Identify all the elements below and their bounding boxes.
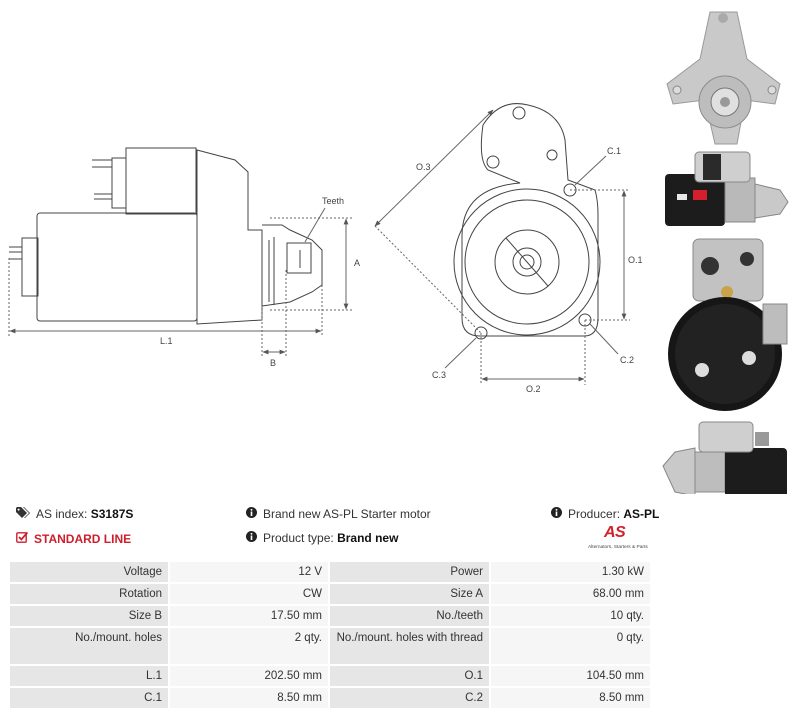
as-index: AS index: S3187S bbox=[16, 507, 133, 521]
spec-value: 17.50 mm bbox=[168, 604, 330, 628]
spec-value: 8.50 mm bbox=[489, 686, 652, 710]
table-row: Voltage 12 V Power 1.30 kW bbox=[8, 560, 652, 584]
brand-info: Brand new AS-PL Starter motor bbox=[246, 507, 431, 521]
spec-label: No./teeth bbox=[328, 604, 491, 628]
dimension-o1-label: O.1 bbox=[628, 255, 643, 265]
dimension-c2-label: C.2 bbox=[620, 355, 634, 365]
product-type-label: Product type: bbox=[263, 531, 334, 545]
side-view-drawing bbox=[8, 147, 352, 358]
spec-value: 0 qty. bbox=[489, 626, 652, 666]
standard-line: STANDARD LINE bbox=[16, 531, 131, 546]
logo-wordmark: AS bbox=[604, 524, 626, 541]
spec-label: Size B bbox=[8, 604, 170, 628]
technical-drawings: Teeth A B L.1 bbox=[8, 103, 643, 394]
dimension-b-label: B bbox=[270, 358, 276, 368]
dimension-c1-label: C.1 bbox=[607, 146, 621, 156]
as-pl-logo: AS Alternators, Starters & Parts bbox=[588, 524, 650, 552]
check-square-icon bbox=[16, 531, 29, 546]
product-type: Product type: Brand new bbox=[246, 531, 398, 545]
spec-value: 12 V bbox=[168, 560, 330, 584]
front-view-drawing bbox=[374, 103, 630, 385]
spec-value: 202.50 mm bbox=[168, 664, 330, 688]
dimension-o3-label: O.3 bbox=[416, 162, 431, 172]
dimension-o2-label: O.2 bbox=[526, 384, 541, 394]
spec-label: O.1 bbox=[328, 664, 491, 688]
spec-label: C.1 bbox=[8, 686, 170, 710]
dimension-l1-label: L.1 bbox=[160, 336, 173, 346]
as-index-value: S3187S bbox=[90, 507, 134, 521]
product-photo-front bbox=[666, 11, 781, 145]
specifications-table: Voltage 12 V Power 1.30 kW Rotation CW S… bbox=[8, 560, 652, 710]
spec-value: 2 qty. bbox=[168, 626, 330, 666]
spec-label: Rotation bbox=[8, 582, 170, 606]
as-index-label: AS index: bbox=[36, 507, 88, 521]
spec-label: C.2 bbox=[328, 686, 491, 710]
tags-icon bbox=[16, 507, 30, 521]
spec-value: 68.00 mm bbox=[489, 582, 652, 606]
product-photo-rear bbox=[668, 238, 788, 411]
spec-value: 8.50 mm bbox=[168, 686, 330, 710]
table-row: Rotation CW Size A 68.00 mm bbox=[8, 582, 652, 606]
table-row: Size B 17.50 mm No./teeth 10 qty. bbox=[8, 604, 652, 628]
table-row: C.1 8.50 mm C.2 8.50 mm bbox=[8, 686, 652, 710]
logo-tagline: Alternators, Starters & Parts bbox=[588, 545, 648, 550]
spec-label: L.1 bbox=[8, 664, 170, 688]
info-icon bbox=[551, 507, 562, 521]
product-type-value: Brand new bbox=[337, 531, 399, 545]
info-icon bbox=[246, 507, 257, 521]
spec-value: 1.30 kW bbox=[489, 560, 652, 584]
spec-value: 104.50 mm bbox=[489, 664, 652, 688]
spec-label: No./mount. holes with thread bbox=[328, 626, 491, 666]
producer: Producer: AS-PL bbox=[551, 507, 659, 521]
spec-label: Power bbox=[328, 560, 491, 584]
product-photos bbox=[662, 11, 789, 494]
brand-text: Brand new AS-PL Starter motor bbox=[263, 507, 431, 521]
standard-line-label: STANDARD LINE bbox=[34, 531, 132, 546]
product-photo-side bbox=[665, 151, 789, 226]
producer-label: Producer: bbox=[568, 507, 621, 521]
dimension-a-label: A bbox=[354, 258, 360, 268]
teeth-label: Teeth bbox=[322, 196, 344, 206]
spec-label: No./mount. holes bbox=[8, 626, 170, 666]
info-icon bbox=[246, 531, 257, 545]
table-row: L.1 202.50 mm O.1 104.50 mm bbox=[8, 664, 652, 688]
producer-value: AS-PL bbox=[623, 507, 660, 521]
product-photo-back-side bbox=[662, 421, 787, 494]
dimension-c3-label: C.3 bbox=[432, 370, 446, 380]
spec-value: 10 qty. bbox=[489, 604, 652, 628]
table-row: No./mount. holes 2 qty. No./mount. holes… bbox=[8, 626, 652, 666]
spec-value: CW bbox=[168, 582, 330, 606]
spec-label: Voltage bbox=[8, 560, 170, 584]
spec-label: Size A bbox=[328, 582, 491, 606]
